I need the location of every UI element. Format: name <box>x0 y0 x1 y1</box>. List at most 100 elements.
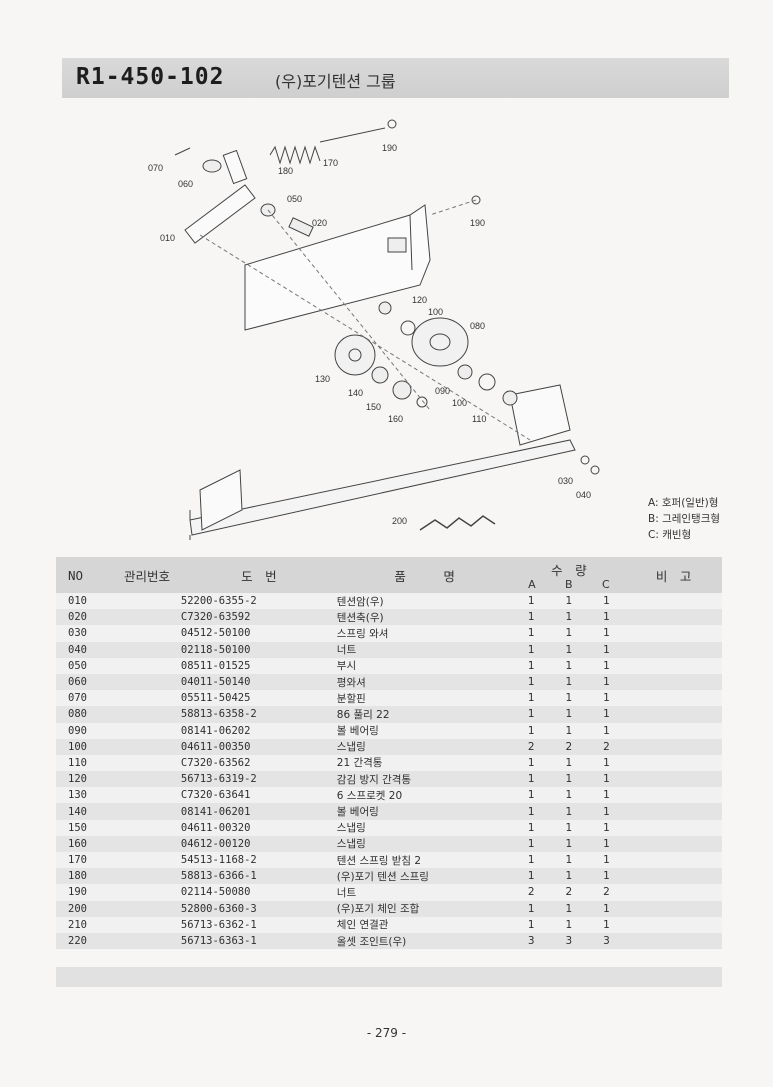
cell-qty-c: 1 <box>587 593 626 610</box>
callout-040: 040 <box>576 490 591 500</box>
cell-drawing: 08141-06201 <box>180 803 337 820</box>
qty-col-c: C <box>601 578 610 591</box>
cell-drawing: 56713-6362-1 <box>180 916 337 933</box>
callout-060: 060 <box>178 179 193 189</box>
cell-remarks <box>625 657 722 674</box>
cell-qty-b: 2 <box>550 738 588 755</box>
cell-name: 올셋 조인트(우) <box>336 932 513 950</box>
exploded-parts-diagram: 070 060 010 180 170 190 050 020 190 120 … <box>148 119 600 540</box>
cell-qty-a: 1 <box>512 690 551 707</box>
cell-mgmt <box>113 803 181 820</box>
cell-qty-b: 1 <box>550 657 588 674</box>
cell-qty-a: 1 <box>512 803 551 820</box>
cell-drawing: 04612-00120 <box>180 835 337 852</box>
cell-name: 스프링 와셔 <box>336 625 513 642</box>
cell-no: 020 <box>56 609 114 626</box>
cell-qty-c: 1 <box>587 609 626 626</box>
cell-mgmt <box>113 916 181 933</box>
cell-remarks <box>625 771 722 788</box>
cell-qty-a: 1 <box>512 868 551 885</box>
cell-name: 스냅링 <box>336 835 513 852</box>
cell-drawing: 05511-50425 <box>180 690 337 707</box>
cell-no: 200 <box>56 900 114 917</box>
callout-190: 190 <box>382 143 397 153</box>
cell-qty-b: 1 <box>550 641 588 658</box>
cell-drawing: 04011-50140 <box>180 673 337 691</box>
cell-mgmt <box>113 706 181 723</box>
cell-qty-a: 1 <box>512 916 551 933</box>
cell-drawing: C7320-63641 <box>180 787 337 804</box>
cell-drawing: C7320-63592 <box>180 609 337 626</box>
cell-qty-b: 1 <box>550 900 588 917</box>
cell-qty-a: 1 <box>512 609 551 626</box>
header-no: NO <box>56 557 114 593</box>
cell-mgmt <box>113 657 181 674</box>
cell-mgmt <box>113 625 181 642</box>
cell-no: 060 <box>56 673 114 691</box>
cell-name: (우)포기 체인 조합 <box>336 900 513 917</box>
cell-name: 부시 <box>336 657 513 674</box>
cell-no: 190 <box>56 884 114 901</box>
part-callouts: 070 060 010 180 170 190 050 020 190 120 … <box>148 143 591 526</box>
cell-drawing: 04611-00320 <box>180 819 337 836</box>
cell-no: 120 <box>56 771 114 788</box>
cell-no: 090 <box>56 722 114 739</box>
cell-remarks <box>625 625 722 642</box>
callout-150: 150 <box>366 402 381 412</box>
cell-remarks <box>625 593 722 610</box>
cell-qty-c: 1 <box>587 673 626 691</box>
cell-name: 21 간격통 <box>336 754 513 772</box>
callout-200: 200 <box>392 516 407 526</box>
cell-remarks <box>625 884 722 901</box>
cell-no: 180 <box>56 868 114 885</box>
cell-mgmt <box>113 609 181 626</box>
cell-qty-b: 1 <box>550 819 588 836</box>
cell-no: 210 <box>56 916 114 933</box>
legend-item-a: A: 호퍼(일반)형 <box>648 497 719 509</box>
cell-qty-c: 1 <box>587 900 626 917</box>
cell-remarks <box>625 900 722 917</box>
cell-qty-b: 1 <box>550 771 588 788</box>
qty-col-a: A <box>528 578 536 591</box>
cell-qty-b: 1 <box>550 852 588 869</box>
cell-remarks <box>625 787 722 804</box>
cell-mgmt <box>113 852 181 869</box>
cell-qty-a: 2 <box>512 738 551 755</box>
callout-050: 050 <box>287 194 302 204</box>
cell-qty-b: 1 <box>550 673 588 691</box>
cell-mgmt <box>113 673 181 691</box>
cell-remarks <box>625 722 722 739</box>
callout-070: 070 <box>148 163 163 173</box>
cell-name: 감김 방지 간격통 <box>336 771 513 788</box>
cell-qty-c: 1 <box>587 803 626 820</box>
cell-qty-b: 1 <box>550 609 588 626</box>
cell-name: 텐션암(우) <box>336 593 513 610</box>
cell-name: 텐션축(우) <box>336 609 513 626</box>
cell-qty-b: 1 <box>550 835 588 852</box>
cell-remarks <box>625 738 722 755</box>
cell-no: 040 <box>56 641 114 658</box>
cell-name: 체인 연결관 <box>336 916 513 933</box>
cell-qty-a: 1 <box>512 641 551 658</box>
cell-no: 170 <box>56 852 114 869</box>
cell-qty-c: 1 <box>587 835 626 852</box>
cell-drawing: 58813-6366-1 <box>180 868 337 885</box>
cell-qty-a: 1 <box>512 593 551 610</box>
cell-qty-a: 2 <box>512 884 551 901</box>
cell-qty-c: 2 <box>587 884 626 901</box>
cell-drawing: 54513-1168-2 <box>180 852 337 869</box>
cell-qty-a: 1 <box>512 835 551 852</box>
qty-col-b: B <box>565 578 573 591</box>
group-code: R1-450-102 <box>76 64 225 90</box>
cell-qty-a: 1 <box>512 771 551 788</box>
cell-qty-c: 1 <box>587 690 626 707</box>
cell-mgmt <box>113 900 181 917</box>
cell-remarks <box>625 916 722 933</box>
cell-drawing: 08511-01525 <box>180 657 337 674</box>
